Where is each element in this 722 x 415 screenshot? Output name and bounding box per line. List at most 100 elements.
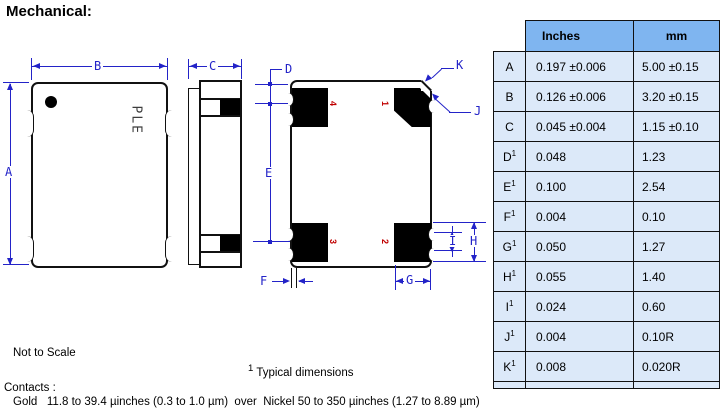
clipped-cell [493,381,526,389]
inches-value-cell: 0.048 [525,141,634,172]
clipped-cell [633,381,720,389]
f-edge-line [296,268,298,288]
contacts-plating-detail: Gold 11.8 to 39.4 µinches (0.3 to 1.0 µm… [13,396,480,408]
f-arrow-right-icon [283,278,290,284]
dim-label-b: B [92,59,104,73]
i-extension-line-bottom [433,250,462,252]
a-extension-line-bottom [3,264,29,266]
clipped-cell [525,381,634,389]
b-arrow-left-icon [33,63,40,69]
inches-value-cell: 0.004 [525,201,634,232]
g-extension-line-right [430,269,432,290]
typical-dimensions-note: 1 Typical dimensions [248,363,353,379]
side-pad-line [201,98,240,100]
dim-label-k: K [454,58,466,72]
pin-number-4: 4 [328,100,339,107]
h-arrow-down-icon [471,255,477,262]
d-extension-line [255,103,288,105]
f-arrow-left-icon [298,278,305,284]
a-arrow-up-icon [7,83,13,90]
mm-value-cell: 1.27 [633,231,720,262]
pin-number-2: 2 [380,238,391,245]
dim-label-h: H [468,234,480,248]
dim-label-e: E [263,166,275,180]
dim-letter-cell: K1 [493,351,526,382]
dim-label-c: C [207,59,219,73]
inches-value-cell: 0.055 [525,261,634,292]
mm-value-cell: 0.10R [633,321,720,352]
typical-note-text: Typical dimensions [253,366,354,379]
f-dimension-line-left [272,281,288,283]
castellation-notch [288,228,294,241]
dim-label-a: A [3,165,15,179]
dim-letter-cell: G1 [493,231,526,262]
inches-column-header: Inches [525,20,634,52]
h-extension-line-bottom [433,261,486,263]
castellation-notch [27,236,34,262]
mm-value-cell: 5.00 ±0.15 [633,51,720,82]
mm-value-cell: 0.10 [633,201,720,232]
side-contact-pad [220,99,240,115]
table-corner-cell [493,20,526,52]
dim-label-j: J [472,104,484,118]
castellation-notch [288,113,294,126]
mm-value-cell: 1.23 [633,141,720,172]
package-body-outline [31,82,168,268]
corner-chamfer-mask [421,78,433,91]
k-leader-horizontal [441,68,454,70]
castellation-notch [428,228,434,241]
section-title: Mechanical: [6,3,92,20]
castellation-notch [27,110,34,137]
i-arrow-down-icon [449,246,455,252]
inches-value-cell: 0.197 ±0.006 [525,51,634,82]
j-leader-horizontal [449,112,471,114]
c-arrow-left-icon [190,63,197,69]
f-edge-line [291,268,293,288]
b-arrow-right-icon [159,63,166,69]
dim-letter-cell: I1 [493,291,526,322]
mm-value-cell: 3.20 ±0.15 [633,81,720,112]
dim-letter-cell: F1 [493,201,526,232]
side-pad-line [201,251,240,253]
side-pad-line [201,115,240,117]
dim-letter-cell: D1 [493,141,526,172]
contact-pad-3 [292,223,328,262]
mm-value-cell: 1.15 ±0.10 [633,111,720,142]
table-header-row: Inches mm [493,20,720,52]
dim-letter-cell: B [493,81,526,112]
f-dimension-line-right [299,281,313,283]
dim-label-d: D [283,62,295,76]
inches-value-cell: 0.024 [525,291,634,322]
dim-letter-cell: C [493,111,526,142]
c-extension-line-right [241,59,243,79]
a-extension-line-top [3,82,29,84]
i-extension-line-top [433,232,462,234]
dim-label-f: F [258,274,270,288]
h-arrow-up-icon [471,222,477,229]
castellation-notch [428,100,434,113]
castellation-notch [288,248,294,261]
inches-value-cell: 0.008 [525,351,634,382]
inches-value-cell: 0.045 ±0.004 [525,111,634,142]
castellation-notch [428,248,434,261]
a-arrow-down-icon [7,258,13,265]
contact-pad-2 [394,223,431,262]
b-extension-line-right [167,58,169,80]
dim-letter-cell: H1 [493,261,526,292]
g-arrow-right-icon [423,278,430,284]
dim-label-g: G [404,273,416,287]
